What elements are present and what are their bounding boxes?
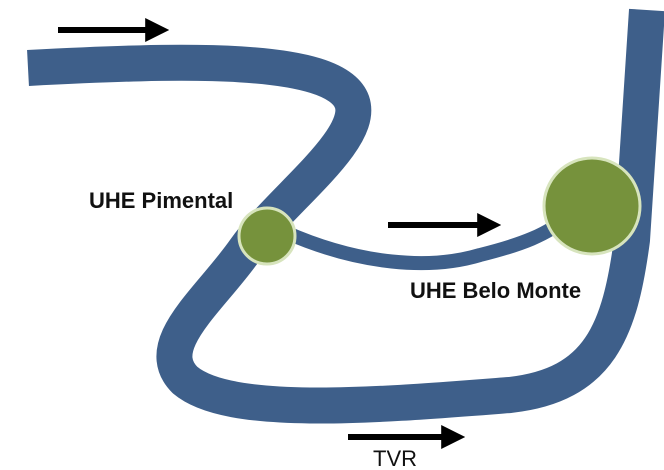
diversion-channel <box>278 208 577 271</box>
main-river-channel <box>27 8 664 424</box>
dam-belo-monte <box>542 156 642 256</box>
label-uhe-pimental: UHE Pimental <box>89 188 233 213</box>
label-uhe-belo-monte: UHE Belo Monte <box>410 278 581 303</box>
dam-pimental <box>237 206 297 266</box>
label-tvr: TVR <box>373 446 417 470</box>
